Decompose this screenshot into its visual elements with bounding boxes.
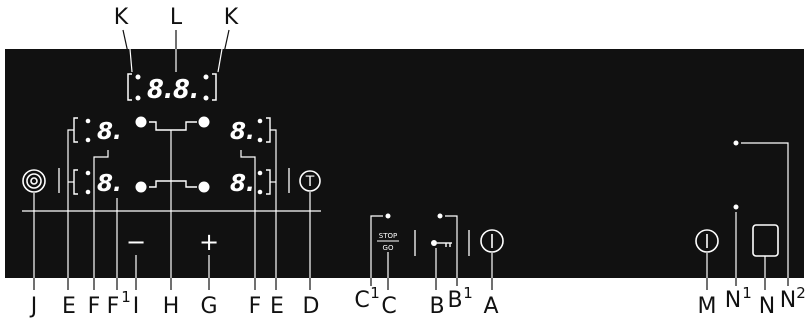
callout-n2: N — [780, 288, 796, 313]
timer-digits: 8.8. — [147, 75, 199, 105]
callout-c1-sub: 1 — [370, 284, 380, 302]
control-panel — [5, 49, 804, 278]
callout-e-left: E — [62, 294, 76, 319]
callout-n2-sub: 2 — [796, 284, 806, 302]
callout-l: L — [170, 5, 183, 30]
callout-n1-sub: 1 — [742, 284, 752, 302]
leader-lines-bottom-outside — [33, 278, 789, 290]
zone-display-front-right: 8. — [230, 117, 271, 145]
callout-k-right: K — [224, 5, 239, 30]
zone-digit-bottom-left: 8. — [97, 171, 122, 197]
callout-h: H — [163, 294, 180, 319]
callout-c1: C — [354, 288, 369, 313]
callout-d: D — [303, 294, 320, 319]
stop-label: STOP — [379, 232, 397, 240]
callout-b: B — [429, 294, 444, 319]
zone-digit-bottom-right: 8. — [230, 171, 255, 197]
callout-f-right: F — [249, 294, 262, 319]
stop-go-button[interactable]: STOP GO — [377, 232, 399, 252]
callout-c: C — [381, 294, 396, 319]
indicator-n1 — [733, 204, 739, 278]
zone-display-rear-right: 8. — [230, 169, 271, 197]
zone-display-rear-left: 8. — [73, 169, 122, 197]
indicator-n2 — [733, 140, 789, 278]
callout-f-left: F — [88, 294, 101, 319]
key-lock-indicator — [437, 213, 458, 278]
leader-lines-top-inside — [129, 48, 223, 73]
callout-e-right: E — [270, 294, 284, 319]
power-icon[interactable] — [480, 229, 504, 253]
callout-i: I — [133, 294, 140, 319]
callout-b1-sub: 1 — [463, 284, 473, 302]
callout-n1: N — [725, 288, 741, 313]
power-icon-right[interactable] — [695, 229, 719, 253]
go-label: GO — [383, 244, 394, 252]
stop-go-indicator — [370, 213, 391, 278]
callout-f1: F — [107, 294, 120, 319]
timer-button-label: T — [305, 174, 315, 190]
timer-icon — [299, 170, 321, 192]
timer-button[interactable]: T — [299, 170, 321, 192]
leader-lines-bottom — [33, 129, 766, 278]
multi-ring-icon[interactable] — [22, 169, 46, 193]
callout-b1: B — [447, 288, 462, 313]
callout-j: J — [29, 294, 38, 319]
zone-digit-top-right: 8. — [230, 119, 255, 145]
callout-f1-sub: 1 — [121, 288, 131, 306]
callout-k-left: K — [114, 5, 129, 30]
callout-a: A — [483, 294, 498, 319]
callout-m: M — [698, 294, 717, 319]
timer-display: 8.8. — [127, 73, 217, 105]
plus-button[interactable]: + — [199, 228, 219, 256]
minus-button[interactable]: − — [126, 228, 146, 256]
key-icon[interactable] — [431, 240, 452, 247]
zone-digit-top-left: 8. — [97, 119, 122, 145]
callout-n: N — [759, 294, 775, 319]
callout-g: G — [200, 294, 217, 319]
